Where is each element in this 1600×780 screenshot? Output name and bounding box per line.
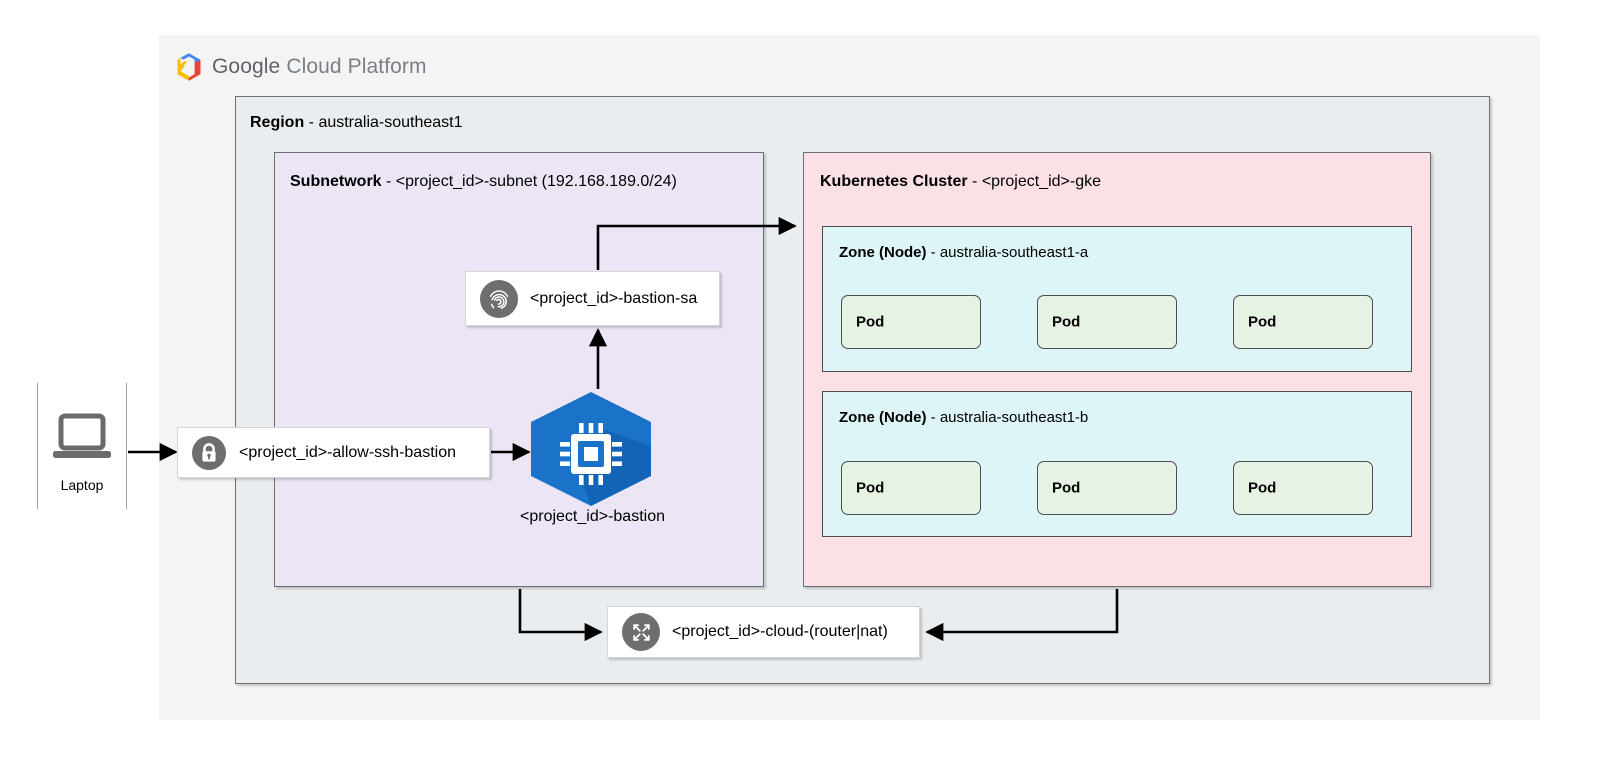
pod-a-2-label: Pod	[1052, 313, 1081, 331]
subnetwork-label: Subnetwork	[290, 173, 382, 190]
cloud-router-nat-node[interactable]: <project_id>-cloud-(router|nat)	[607, 606, 920, 658]
zone-node-b-title: Zone (Node) - australia-southeast1-b	[839, 409, 1088, 426]
subnetwork-container	[274, 152, 764, 587]
bastion-node[interactable]	[527, 390, 655, 508]
pod-a-3[interactable]: Pod	[1233, 295, 1373, 349]
laptop-label: Laptop	[60, 477, 104, 493]
bastion-label: <project_id>-bastion	[520, 508, 665, 525]
pod-b-2-label: Pod	[1052, 479, 1081, 497]
zone-a-separator: -	[926, 244, 940, 261]
brand-name-cloud-platform: Cloud Platform	[286, 55, 427, 78]
gcp-hexagon-logo-icon	[175, 52, 203, 82]
subnetwork-value: <project_id>-subnet (192.168.189.0/24)	[395, 173, 677, 190]
region-title: Region - australia-southeast1	[250, 114, 463, 132]
zone-a-value: australia-southeast1-a	[939, 244, 1089, 261]
kubernetes-cluster-title: Kubernetes Cluster - <project_id>-gke	[820, 173, 1101, 191]
pod-a-3-label: Pod	[1248, 313, 1277, 331]
gcp-wordmark: Google Cloud Platform	[212, 55, 427, 79]
pod-b-1[interactable]: Pod	[841, 461, 981, 515]
firewall-rule-label: <project_id>-allow-ssh-bastion	[239, 443, 456, 461]
subnetwork-separator: -	[381, 173, 396, 190]
gcp-brand: Google Cloud Platform	[175, 52, 427, 82]
zone-node-a-title: Zone (Node) - australia-southeast1-a	[839, 244, 1088, 261]
service-account-node[interactable]: <project_id>-bastion-sa	[465, 271, 720, 326]
service-account-label: <project_id>-bastion-sa	[530, 289, 698, 307]
pod-b-3-label: Pod	[1248, 479, 1277, 497]
cloud-router-nat-label: <project_id>-cloud-(router|nat)	[672, 623, 888, 640]
region-value: australia-southeast1	[318, 114, 463, 131]
zone-b-label: Zone (Node)	[839, 409, 927, 426]
compute-engine-icon	[531, 392, 651, 506]
pod-a-1-label: Pod	[856, 313, 885, 331]
cluster-separator: -	[967, 173, 982, 190]
pod-a-1[interactable]: Pod	[841, 295, 981, 349]
subnetwork-title: Subnetwork - <project_id>-subnet (192.16…	[290, 173, 677, 191]
brand-name-google: Google	[212, 55, 281, 78]
pod-b-1-label: Pod	[856, 479, 885, 497]
pod-b-2[interactable]: Pod	[1037, 461, 1177, 515]
pod-b-3[interactable]: Pod	[1233, 461, 1373, 515]
cluster-label: Kubernetes Cluster	[820, 173, 968, 190]
region-label: Region	[250, 114, 305, 131]
zone-b-separator: -	[926, 409, 940, 426]
zone-a-label: Zone (Node)	[839, 244, 927, 261]
lock-icon	[192, 435, 226, 470]
fingerprint-icon	[480, 279, 518, 318]
region-separator: -	[304, 114, 319, 131]
cluster-value: <project_id>-gke	[981, 173, 1101, 190]
firewall-rule-node[interactable]: <project_id>-allow-ssh-bastion	[177, 427, 490, 478]
pod-a-2[interactable]: Pod	[1037, 295, 1177, 349]
router-nat-icon	[622, 613, 660, 651]
laptop-node[interactable]: Laptop	[37, 383, 127, 509]
laptop-icon	[51, 413, 113, 468]
zone-b-value: australia-southeast1-b	[939, 409, 1089, 426]
